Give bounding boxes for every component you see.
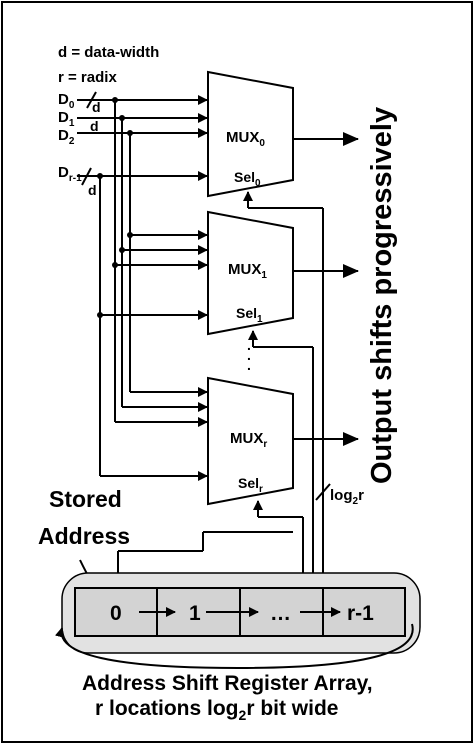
mux1-label: MUX1	[228, 261, 267, 281]
input-label-d2: D2	[58, 127, 75, 147]
muxr-select-label: Selr	[238, 475, 263, 495]
register-feedback-loop	[54, 623, 414, 670]
ellipsis-dot: .	[247, 337, 251, 353]
input-label-dr-1: Dr-1	[58, 164, 82, 184]
legend-data-width: d = data-width	[58, 44, 159, 61]
mux0-label: MUX0	[226, 129, 265, 149]
caption-line2: r locations log2r bit wide	[95, 697, 339, 723]
register-cell-ellipsis: …	[270, 602, 291, 625]
mux1-block	[207, 210, 294, 336]
input-label-d1: D1	[58, 109, 75, 129]
mux0-select-label: Sel0	[234, 169, 261, 189]
muxr-block	[207, 376, 294, 506]
bus-width-d0: d	[92, 99, 101, 115]
muxr-label: MUXr	[230, 430, 267, 450]
junction-dot	[97, 173, 103, 179]
bus-width-dr-1: d	[88, 182, 97, 198]
junction-dot	[112, 97, 118, 103]
mux0-block	[207, 70, 294, 198]
stored-address-label-line1: Stored	[49, 486, 122, 512]
register-cell-0: 0	[110, 602, 122, 625]
junction-dot	[127, 130, 133, 136]
legend-radix: r = radix	[58, 69, 117, 86]
input-label-d0: D0	[58, 91, 75, 111]
ellipsis-dot: .	[247, 357, 251, 373]
bus-width-d1: d	[90, 118, 99, 134]
output-shift-label: Output shifts progressively	[366, 107, 398, 484]
select-bus-slash	[315, 483, 331, 501]
junction-dot	[119, 115, 125, 121]
ellipsis-dot: .	[247, 347, 251, 363]
register-cell-1: 1	[189, 602, 201, 625]
register-cell-r-1: r-1	[347, 602, 374, 625]
mux1-select-label: Sel1	[236, 305, 263, 325]
stored-address-label-line2: Address	[38, 523, 130, 549]
caption-line1: Address Shift Register Array,	[82, 672, 373, 695]
select-width-label: log2r	[330, 487, 364, 507]
